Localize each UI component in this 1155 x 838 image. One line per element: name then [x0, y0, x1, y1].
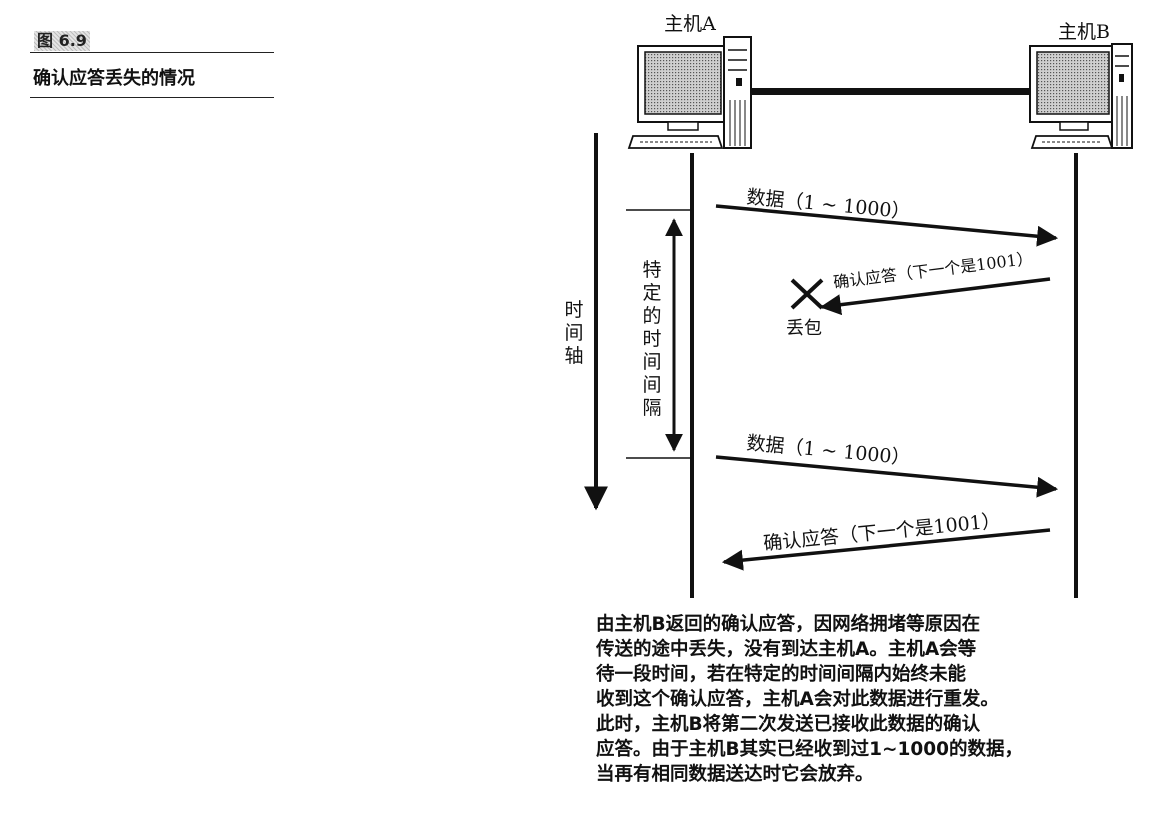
description-line: 此时，主机B将第二次发送已接收此数据的确认: [596, 714, 981, 735]
svg-text:隔: 隔: [642, 397, 661, 419]
svg-text:时: 时: [564, 299, 583, 321]
figure-number: 图 6.9: [34, 31, 90, 51]
svg-text:间: 间: [642, 374, 661, 396]
description-line: 应答。由于主机B其实已经收到过1~1000的数据，: [596, 739, 1023, 760]
svg-text:间: 间: [642, 351, 661, 373]
caption-top-rule: [30, 52, 274, 53]
caption-bottom-rule: [30, 97, 274, 98]
figure-description: 由主机B返回的确认应答，因网络拥堵等原因在 传送的途中丢失，没有到达主机A。主机…: [596, 612, 1116, 787]
host-b-computer-icon: [1029, 43, 1133, 149]
data-arrow-2: [715, 455, 1059, 498]
svg-text:特: 特: [642, 259, 661, 281]
description-line: 传送的途中丢失，没有到达主机A。主机A会等: [596, 639, 977, 660]
packet-loss-label: 丢包: [786, 318, 822, 339]
time-axis-label: 时 间 轴: [564, 299, 583, 367]
description-line: 待一段时间，若在特定的时间间隔内始终未能: [596, 664, 967, 685]
description-line: 当再有相同数据送达时它会放弃。: [596, 764, 874, 785]
packet-loss-x-icon: [790, 278, 824, 310]
host-b-label: 主机B: [1058, 21, 1110, 43]
svg-text:间: 间: [564, 322, 583, 344]
description-line: 由主机B返回的确认应答，因网络拥堵等原因在: [596, 614, 981, 635]
interval-label: 特 定 的 时 间 间 隔: [642, 259, 661, 419]
figure-caption: 确认应答丢失的情况: [33, 68, 195, 89]
host-a-label: 主机A: [664, 13, 716, 35]
network-cable: [751, 88, 1036, 95]
svg-text:定: 定: [642, 282, 661, 304]
host-a-computer-icon: [627, 36, 752, 149]
svg-text:时: 时: [642, 328, 661, 350]
description-line: 收到这个确认应答，主机A会对此数据进行重发。: [596, 689, 999, 710]
data-arrow-1: [715, 204, 1059, 247]
ack-arrow-2: [721, 528, 1051, 571]
svg-text:轴: 轴: [564, 345, 583, 367]
ack-arrow-1: [819, 277, 1051, 316]
svg-text:的: 的: [642, 305, 661, 327]
